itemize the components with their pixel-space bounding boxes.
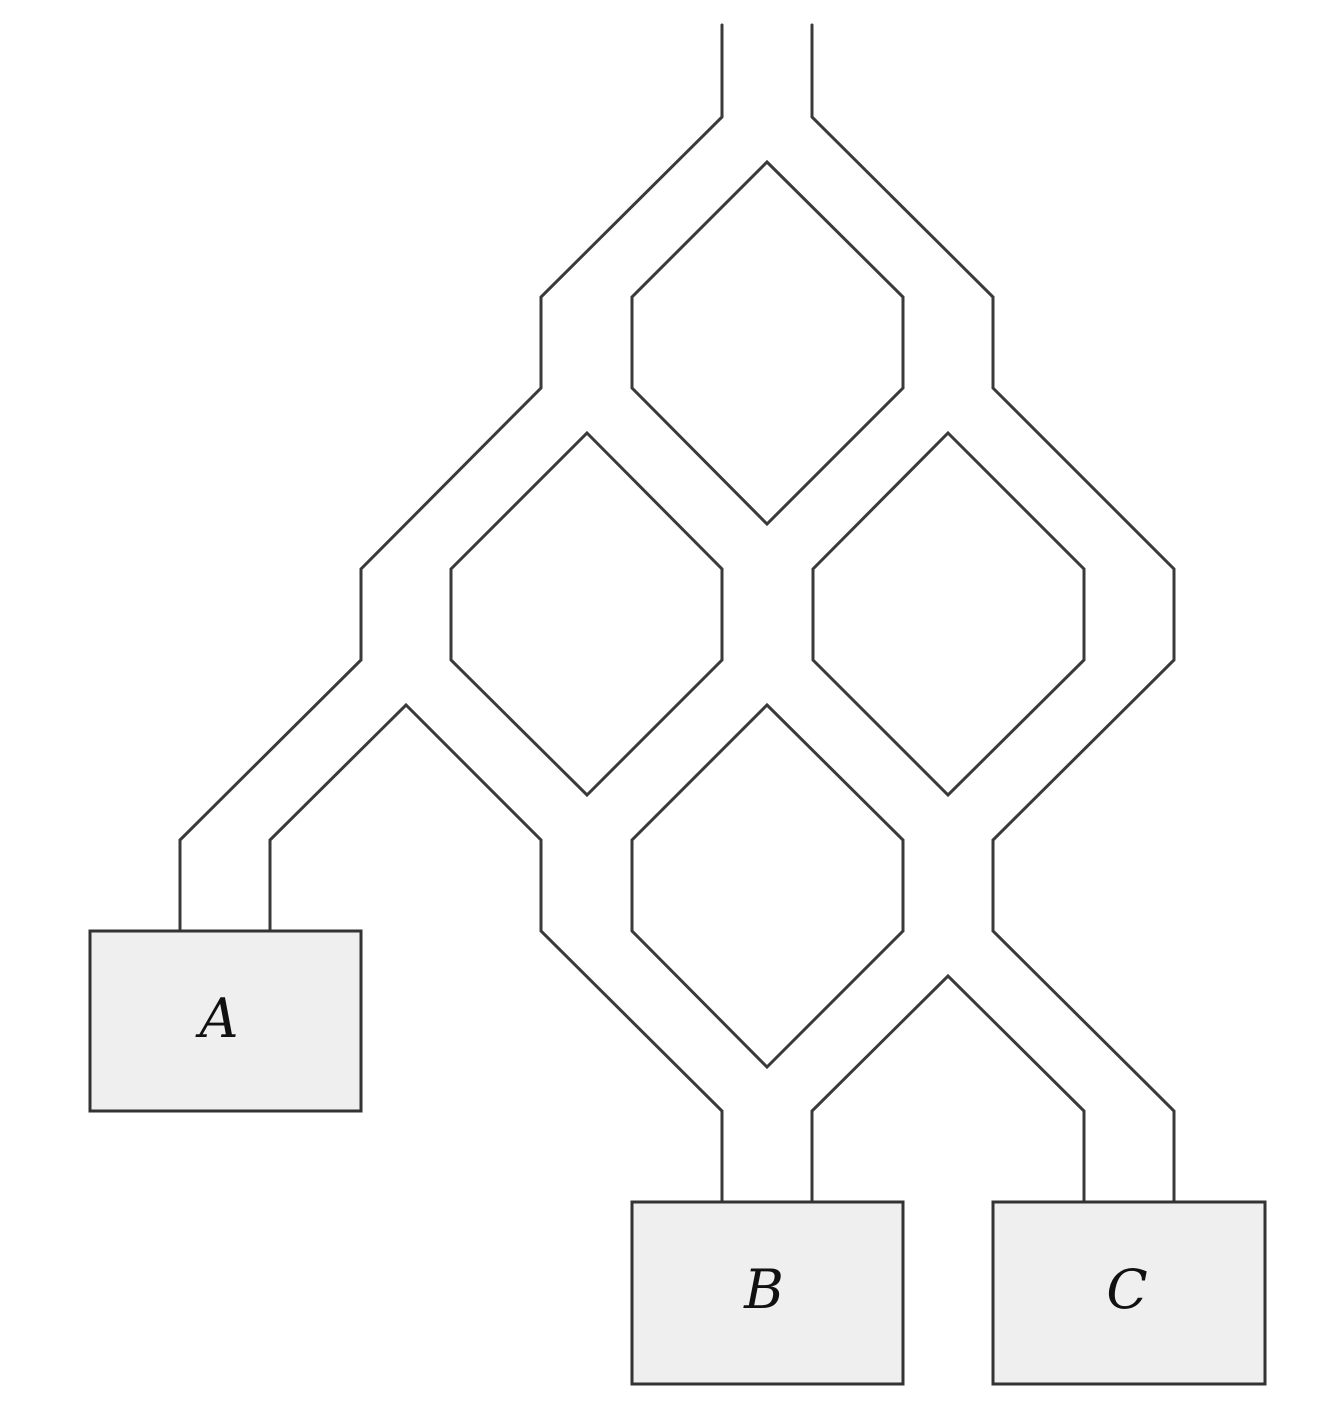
island-top (630, 159, 905, 527)
box-c-label: C (1106, 1258, 1147, 1321)
box-c: C (991, 1200, 1267, 1386)
inner-wall-b-to-c (810, 973, 1086, 1204)
outer-right-wall (810, 23, 1176, 1204)
box-a: A (88, 929, 363, 1113)
island-middle-left (449, 430, 724, 798)
island-middle-right (811, 430, 1086, 798)
box-b-label: B (743, 1258, 784, 1321)
box-b: B (630, 1200, 905, 1386)
box-a-label: A (195, 987, 239, 1050)
inner-wall-a-to-b (268, 702, 724, 1204)
island-bottom (630, 702, 905, 1070)
outer-left-wall (178, 23, 724, 933)
